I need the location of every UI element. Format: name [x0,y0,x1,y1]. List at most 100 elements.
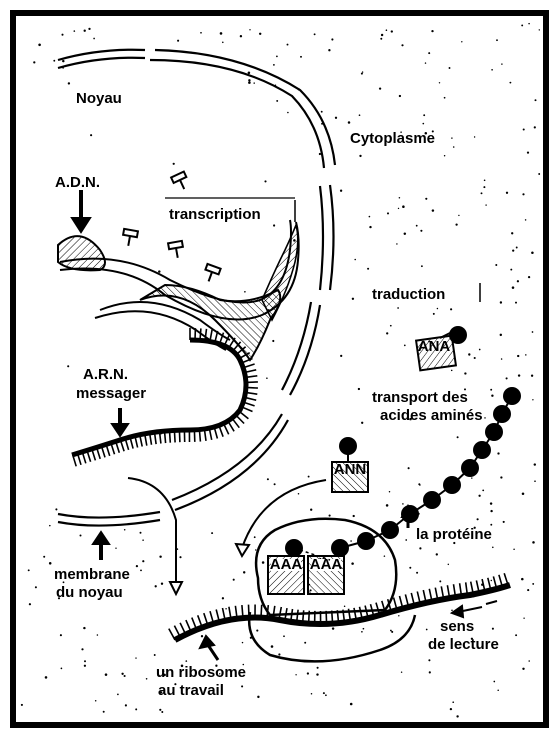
cytoplasm-dot [367,268,369,270]
cytoplasm-dot [307,672,309,674]
trna-code-3: ANA [418,338,451,355]
cytoplasm-dot [433,313,435,315]
cytoplasm-dot [512,249,514,251]
cytoplasm-dot [253,82,254,83]
cytoplasm-dot [276,56,278,58]
cytoplasm-dot [511,232,513,234]
cytoplasm-dot [273,224,275,226]
cytoplasm-dot [483,186,485,188]
cytoplasm-dot [451,137,452,138]
cytoplasm-dot [248,81,251,84]
cytoplasm-dot [396,243,397,244]
cytoplasm-dot [532,541,535,544]
label-noyau: Noyau [76,90,122,107]
cytoplasm-dot [93,38,95,40]
cytoplasm-dot [259,33,261,35]
cytoplasm-dot [142,560,144,562]
cytoplasm-dot [321,111,323,113]
cytoplasm-dot [451,370,453,372]
cytoplasm-dot [317,667,319,669]
label-traduction: traduction [372,286,445,303]
cytoplasm-dot [62,60,64,62]
cytoplasm-dot [179,556,181,558]
cytoplasm-dot [49,525,51,527]
cytoplasm-dot [124,529,126,531]
cytoplasm-dot [244,291,246,293]
cytoplasm-dot [458,215,459,216]
amino-acid-bead [503,387,521,405]
cytoplasm-dot [397,307,399,309]
cytoplasm-dot [335,117,337,119]
cytoplasm-dot [271,645,274,648]
cytoplasm-dot [477,518,479,520]
cytoplasm-dot [161,711,163,713]
cytoplasm-dot [525,219,527,221]
cytoplasm-dot [490,502,492,504]
cytoplasm-dot [60,634,62,636]
cytoplasm-dot [233,579,235,581]
cytoplasm-dot [534,480,536,482]
cytoplasm-dot [201,635,203,637]
label-sens-line1: sens [440,618,474,635]
cytoplasm-dot [53,60,55,62]
cytoplasm-dot [398,208,399,209]
cytoplasm-dot [391,631,393,633]
cytoplasm-dot [416,225,418,227]
cytoplasm-dot [33,61,35,63]
cytoplasm-dot [515,634,517,636]
cytoplasm-dot [328,49,330,51]
cytoplasm-dot [506,377,508,379]
cytoplasm-dot [522,193,524,195]
cytoplasm-dot [525,354,527,356]
cytoplasm-dot [386,504,389,507]
cytoplasm-dot [468,353,470,355]
cytoplasm-dot [325,694,327,696]
cytoplasm-dot [535,99,537,101]
cytoplasm-dot [222,597,224,599]
cytoplasm-dot [121,673,123,675]
cytoplasm-dot [287,44,289,46]
cytoplasm-dot [359,155,361,157]
cytoplasm-dot [67,365,69,367]
cytoplasm-dot [495,264,497,266]
cytoplasm-dot [90,134,92,136]
cytoplasm-dot [177,40,179,42]
cytoplasm-dot [491,394,493,396]
amino-acid-ball [339,437,357,455]
cytoplasm-dot [115,547,116,548]
cytoplasm-dot [135,657,136,658]
cytoplasm-dot [513,549,515,551]
cytoplasm-dot [399,95,401,97]
cytoplasm-dot [404,345,406,347]
cytoplasm-dot [340,355,342,357]
cytoplasm-dot [490,389,492,391]
cytoplasm-dot [249,29,250,30]
cytoplasm-dot [523,618,524,619]
amino-acid-ball [285,539,303,557]
cytoplasm-dot [482,489,484,491]
amino-acid-ball [449,326,467,344]
cytoplasm-dot [451,610,453,612]
cytoplasm-dot [380,38,382,40]
cytoplasm-dot [381,34,383,36]
cytoplasm-dot [43,556,45,558]
cytoplasm-dot [474,136,475,137]
cytoplasm-dot [80,535,82,537]
cytoplasm-dot [523,128,525,130]
cytoplasm-dot [361,631,363,633]
cytoplasm-dot [74,30,76,32]
cytoplasm-dot [538,173,540,175]
cytoplasm-dot [363,628,365,630]
cytoplasm-dot [95,700,97,702]
cytoplasm-dot [386,332,388,334]
cytoplasm-dot [501,63,502,64]
cytoplasm-dot [527,589,529,591]
label-arn-line1: A.R.N. [83,366,128,383]
cytoplasm-dot [491,580,492,581]
cytoplasm-dot [448,564,449,565]
cytoplasm-dot [516,247,518,249]
cytoplasm-dot [45,676,48,679]
label-ribosome-line1: un ribosome [156,664,246,681]
cytoplasm-dot [304,642,306,644]
